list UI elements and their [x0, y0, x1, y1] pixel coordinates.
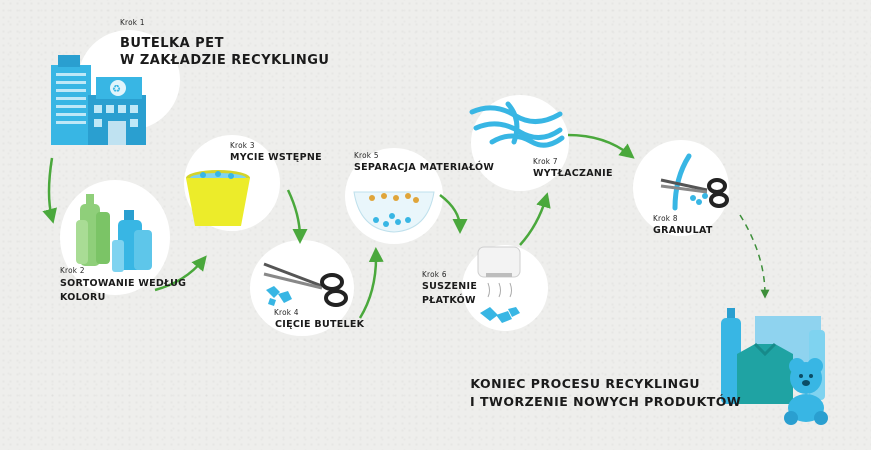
step6-title-line1: Suszenie — [422, 281, 478, 292]
dryer-icon — [477, 246, 521, 323]
arrow-7-8 — [567, 133, 635, 159]
step7-title: Wytłaczanie — [533, 168, 613, 179]
step3-number: Krok 3 — [230, 141, 255, 150]
step1-title-line2: w zakładzie recyklingu — [120, 53, 330, 68]
arrow-1-2 — [42, 157, 57, 224]
step4-title: Cięcie butelek — [275, 319, 365, 330]
step8-title: Granulat — [653, 225, 713, 236]
step5-title: Separacja materiałów — [354, 162, 495, 173]
step2-title-line1: Sortowanie według — [60, 278, 187, 289]
final-title: Koniec procesu recyklingu i tworzenie no… — [470, 375, 742, 411]
step1-number: Krok 1 — [120, 18, 145, 27]
granulate-scissors-icon — [660, 153, 729, 211]
step6-title: Suszenie płatków — [422, 280, 477, 308]
step8-number: Krok 8 — [653, 214, 678, 223]
final-title-line2: i tworzenie nowych produktów — [470, 394, 742, 409]
step2-number: Krok 2 — [60, 266, 85, 275]
scissors-icon — [263, 262, 348, 307]
sorted-bottles-icon — [76, 194, 152, 272]
arrow-3-4 — [286, 189, 308, 244]
arrow-6-7 — [519, 192, 551, 246]
step3-title: Mycie wstępne — [230, 152, 322, 163]
step6-title-line2: płatków — [422, 295, 476, 306]
separation-basin-icon — [353, 191, 435, 233]
step2-title-line2: koloru — [60, 292, 106, 303]
step6-number: Krok 6 — [422, 270, 447, 279]
step4-number: Krok 4 — [274, 308, 299, 317]
step5-number: Krok 5 — [354, 151, 379, 160]
arrow-5-6 — [439, 194, 468, 234]
arrow-2-3 — [154, 255, 207, 292]
step2-title: Sortowanie według koloru — [60, 277, 186, 305]
svg-text:♻: ♻ — [112, 84, 121, 95]
final-title-line1: Koniec procesu recyklingu — [470, 376, 700, 391]
arrow-8-end — [739, 214, 770, 299]
step1-title: Butelka PET w zakładzie recyklingu — [120, 35, 329, 69]
new-products-icon — [721, 308, 828, 425]
step1-title-line1: Butelka PET — [120, 36, 224, 51]
step7-number: Krok 7 — [533, 157, 558, 166]
extrusion-strands-icon — [469, 101, 565, 148]
recycling-plant-icon: ♻ — [51, 55, 146, 145]
washing-bucket-icon — [186, 170, 250, 226]
arrow-4-5 — [358, 247, 384, 319]
